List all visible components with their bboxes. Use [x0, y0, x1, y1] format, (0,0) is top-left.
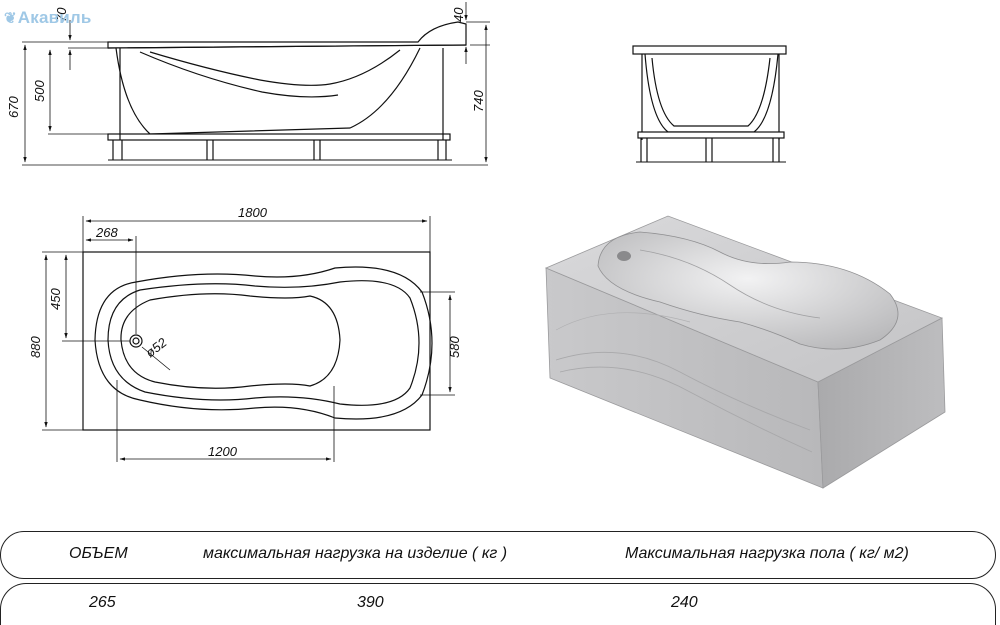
spec-values-row: 265 390 240	[0, 583, 996, 625]
dim-rim-thickness: 70	[54, 7, 69, 22]
drop-icon: ❦	[4, 10, 17, 27]
spec-header-row: ОБЪЕМ максимальная нагрузка на изделие (…	[0, 531, 996, 579]
dim-width: 880	[28, 336, 43, 358]
bathtub-3d-render	[544, 215, 946, 489]
side-view	[22, 2, 490, 166]
header-max-floor-load: Максимальная нагрузка пола ( кг/ м2)	[625, 545, 909, 562]
dim-drain-offset: 268	[95, 225, 118, 240]
dim-length: 1800	[238, 205, 268, 220]
dim-depth: 500	[32, 80, 47, 102]
brand-name: Акавиль	[17, 8, 92, 27]
dim-total-height: 670	[6, 96, 21, 118]
dim-top: 40	[451, 7, 466, 22]
plan-view	[42, 216, 455, 462]
value-max-floor-load: 240	[671, 594, 698, 611]
spec-table: ОБЪЕМ максимальная нагрузка на изделие (…	[0, 527, 1000, 625]
header-volume: ОБЪЕМ	[69, 545, 128, 562]
brand-logo: ❦Акавиль	[4, 8, 92, 28]
value-volume: 265	[89, 594, 116, 611]
dim-leg-height: 740	[471, 90, 486, 112]
dim-inner-length: 1200	[208, 444, 238, 459]
dim-inner-width: 580	[447, 336, 462, 358]
header-max-load-item: максимальная нагрузка на изделие ( кг )	[203, 545, 508, 562]
value-max-load-item: 390	[357, 594, 384, 611]
end-view	[632, 45, 787, 163]
dim-half-width: 450	[48, 288, 63, 310]
